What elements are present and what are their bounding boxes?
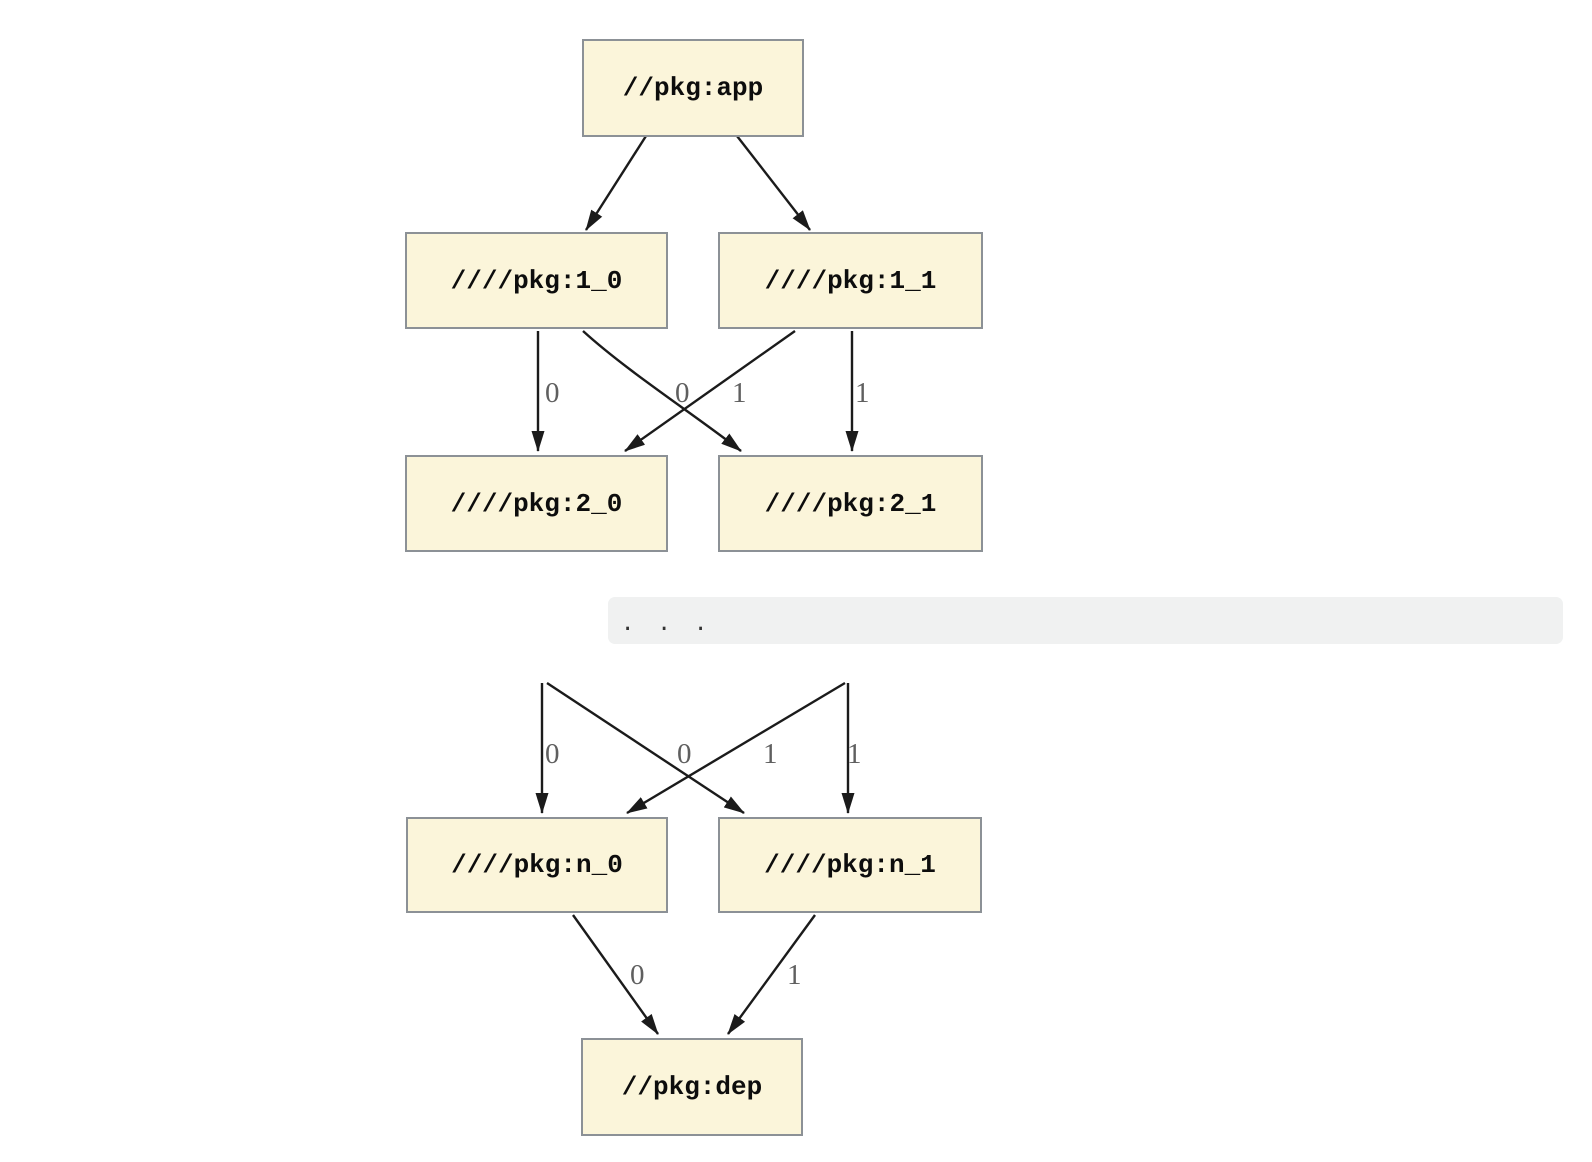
edge-label: 0 — [677, 738, 692, 770]
edge-label: 1 — [855, 377, 870, 409]
edge-label: 1 — [732, 377, 747, 409]
node-pkg-1-0: ////pkg:1_0 — [405, 232, 668, 329]
node-label: ////pkg:2_1 — [764, 488, 937, 519]
edge-label: 0 — [545, 377, 560, 409]
node-pkg-app: //pkg:app — [582, 39, 804, 137]
node-pkg-n-1: ////pkg:n_1 — [718, 817, 982, 913]
node-pkg-1-1: ////pkg:1_1 — [718, 232, 983, 329]
edge-n-0-to-dep — [572, 914, 659, 1035]
node-label: ////pkg:n_1 — [764, 850, 936, 880]
node-pkg-n-0: ////pkg:n_0 — [406, 817, 668, 913]
node-label: ////pkg:1_1 — [764, 265, 937, 296]
edge-label: 1 — [787, 959, 802, 991]
edge-label: 1 — [847, 738, 862, 770]
node-label: //pkg:dep — [621, 1072, 763, 1102]
node-label: ////pkg:2_0 — [450, 488, 623, 519]
edge-label: 0 — [630, 959, 645, 991]
node-pkg-2-1: ////pkg:2_1 — [718, 455, 983, 552]
edge-label: 1 — [763, 738, 778, 770]
edge-dots2-to-n-0 — [626, 681, 846, 815]
edge-n-1-to-dep — [727, 914, 816, 1035]
edge-dots-to-n-1 — [546, 681, 745, 815]
edge-app-to-1-0 — [584, 135, 648, 231]
node-pkg-2-0: ////pkg:2_0 — [405, 455, 668, 552]
edge-1-0-to-2-1 — [582, 330, 742, 452]
edge-label: 0 — [545, 738, 560, 770]
node-pkg-dep: //pkg:dep — [581, 1038, 803, 1136]
ellipsis-code-block: . . . — [608, 597, 1563, 644]
edge-1-1-to-2-0 — [624, 330, 796, 452]
edge-app-to-1-1 — [736, 135, 811, 231]
edge-label: 0 — [675, 377, 690, 409]
node-label: ////pkg:n_0 — [451, 850, 623, 880]
node-label: //pkg:app — [622, 73, 764, 103]
node-label: ////pkg:1_0 — [450, 265, 623, 296]
